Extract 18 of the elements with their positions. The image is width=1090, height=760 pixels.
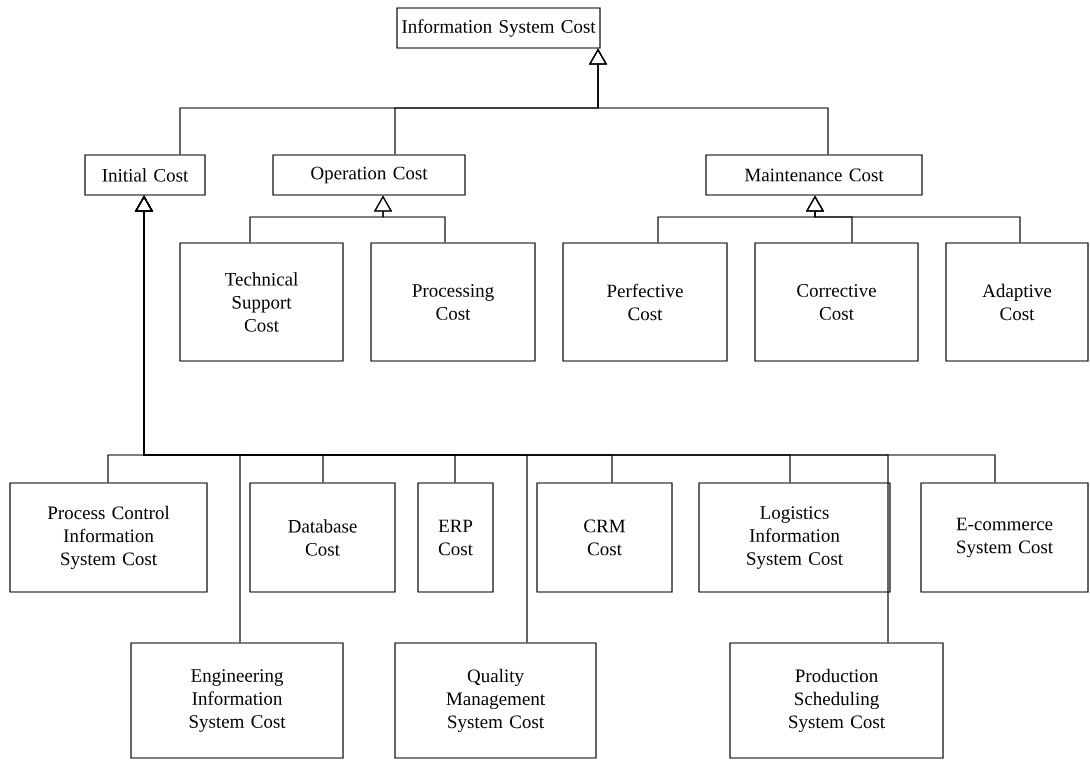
- cost-box: Engineering Information System Cost: [130, 642, 344, 759]
- cost-box: Information System Cost: [396, 7, 601, 49]
- cost-box: Database Cost: [249, 482, 396, 593]
- cost-box: Quality Management System Cost: [394, 642, 597, 759]
- cost-box: Technical Support Cost: [179, 242, 344, 362]
- cost-box: Production Scheduling System Cost: [729, 642, 944, 759]
- cost-box: Process Control Information System Cost: [9, 482, 208, 593]
- cost-box: CRM Cost: [536, 482, 673, 593]
- cost-box: Operation Cost: [272, 154, 466, 196]
- cost-box: Logistics Information System Cost: [698, 482, 891, 593]
- cost-box: ERP Cost: [417, 482, 494, 593]
- cost-box: Corrective Cost: [754, 242, 919, 362]
- cost-box: Initial Cost: [84, 154, 206, 196]
- cost-box: Processing Cost: [370, 242, 536, 362]
- cost-box: E-commerce System Cost: [920, 482, 1089, 593]
- cost-box: Maintenance Cost: [705, 154, 923, 196]
- cost-box: Adaptive Cost: [945, 242, 1089, 362]
- cost-box: Perfective Cost: [562, 242, 728, 362]
